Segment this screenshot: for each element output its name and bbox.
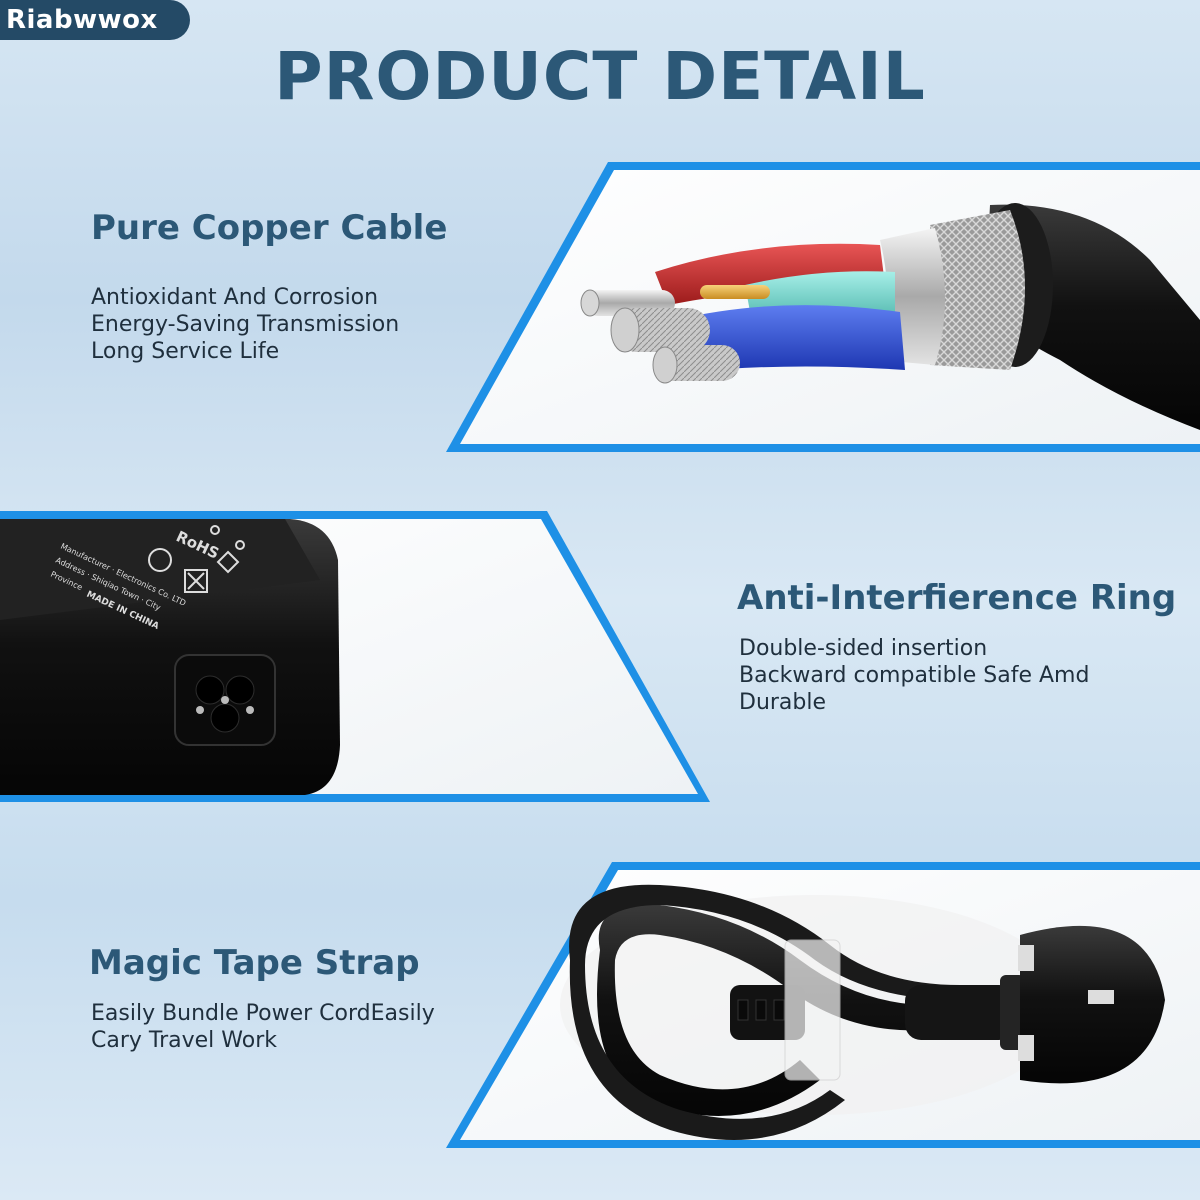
feature-line: Double-sided insertion [739, 636, 988, 661]
feature-line: Easily Bundle Power CordEasily [91, 1001, 435, 1026]
feature-list-magic-tape-strap: Easily Bundle Power CordEasily Cary Trav… [91, 1000, 435, 1054]
copper-cable-image [580, 203, 1200, 430]
power-adapter-image: Manufacturer · Electronics Co. LTD Addre… [0, 519, 340, 795]
feature-line: Energy-Saving Transmission [91, 312, 400, 337]
coiled-power-cord-image [560, 884, 1165, 1140]
panel-anti-interference-ring: Manufacturer · Electronics Co. LTD Addre… [0, 511, 710, 802]
panel-magic-tape-strap [446, 862, 1200, 1148]
velcro-strap [784, 939, 841, 1081]
feature-list-anti-interference-ring: Double-sided insertion Backward compatib… [739, 635, 1089, 716]
feature-title-anti-interference-ring: Anti-Interfierence Ring [737, 578, 1177, 618]
feature-line: Cary Travel Work [91, 1028, 278, 1053]
feature-line: Antioxidant And Corrosion [91, 285, 379, 310]
feature-line: Backward compatible Safe Amd [739, 663, 1090, 688]
brand-badge: Riabwwox [0, 0, 190, 40]
feature-list-pure-copper-cable: Antioxidant And Corrosion Energy-Saving … [91, 284, 399, 365]
feature-line: Durable [739, 690, 827, 715]
feature-line: Long Service Life [91, 339, 280, 364]
panel-pure-copper-cable [446, 162, 1200, 452]
page-title: PRODUCT DETAIL [274, 38, 926, 115]
feature-title-magic-tape-strap: Magic Tape Strap [89, 943, 420, 983]
feature-title-pure-copper-cable: Pure Copper Cable [91, 208, 448, 248]
